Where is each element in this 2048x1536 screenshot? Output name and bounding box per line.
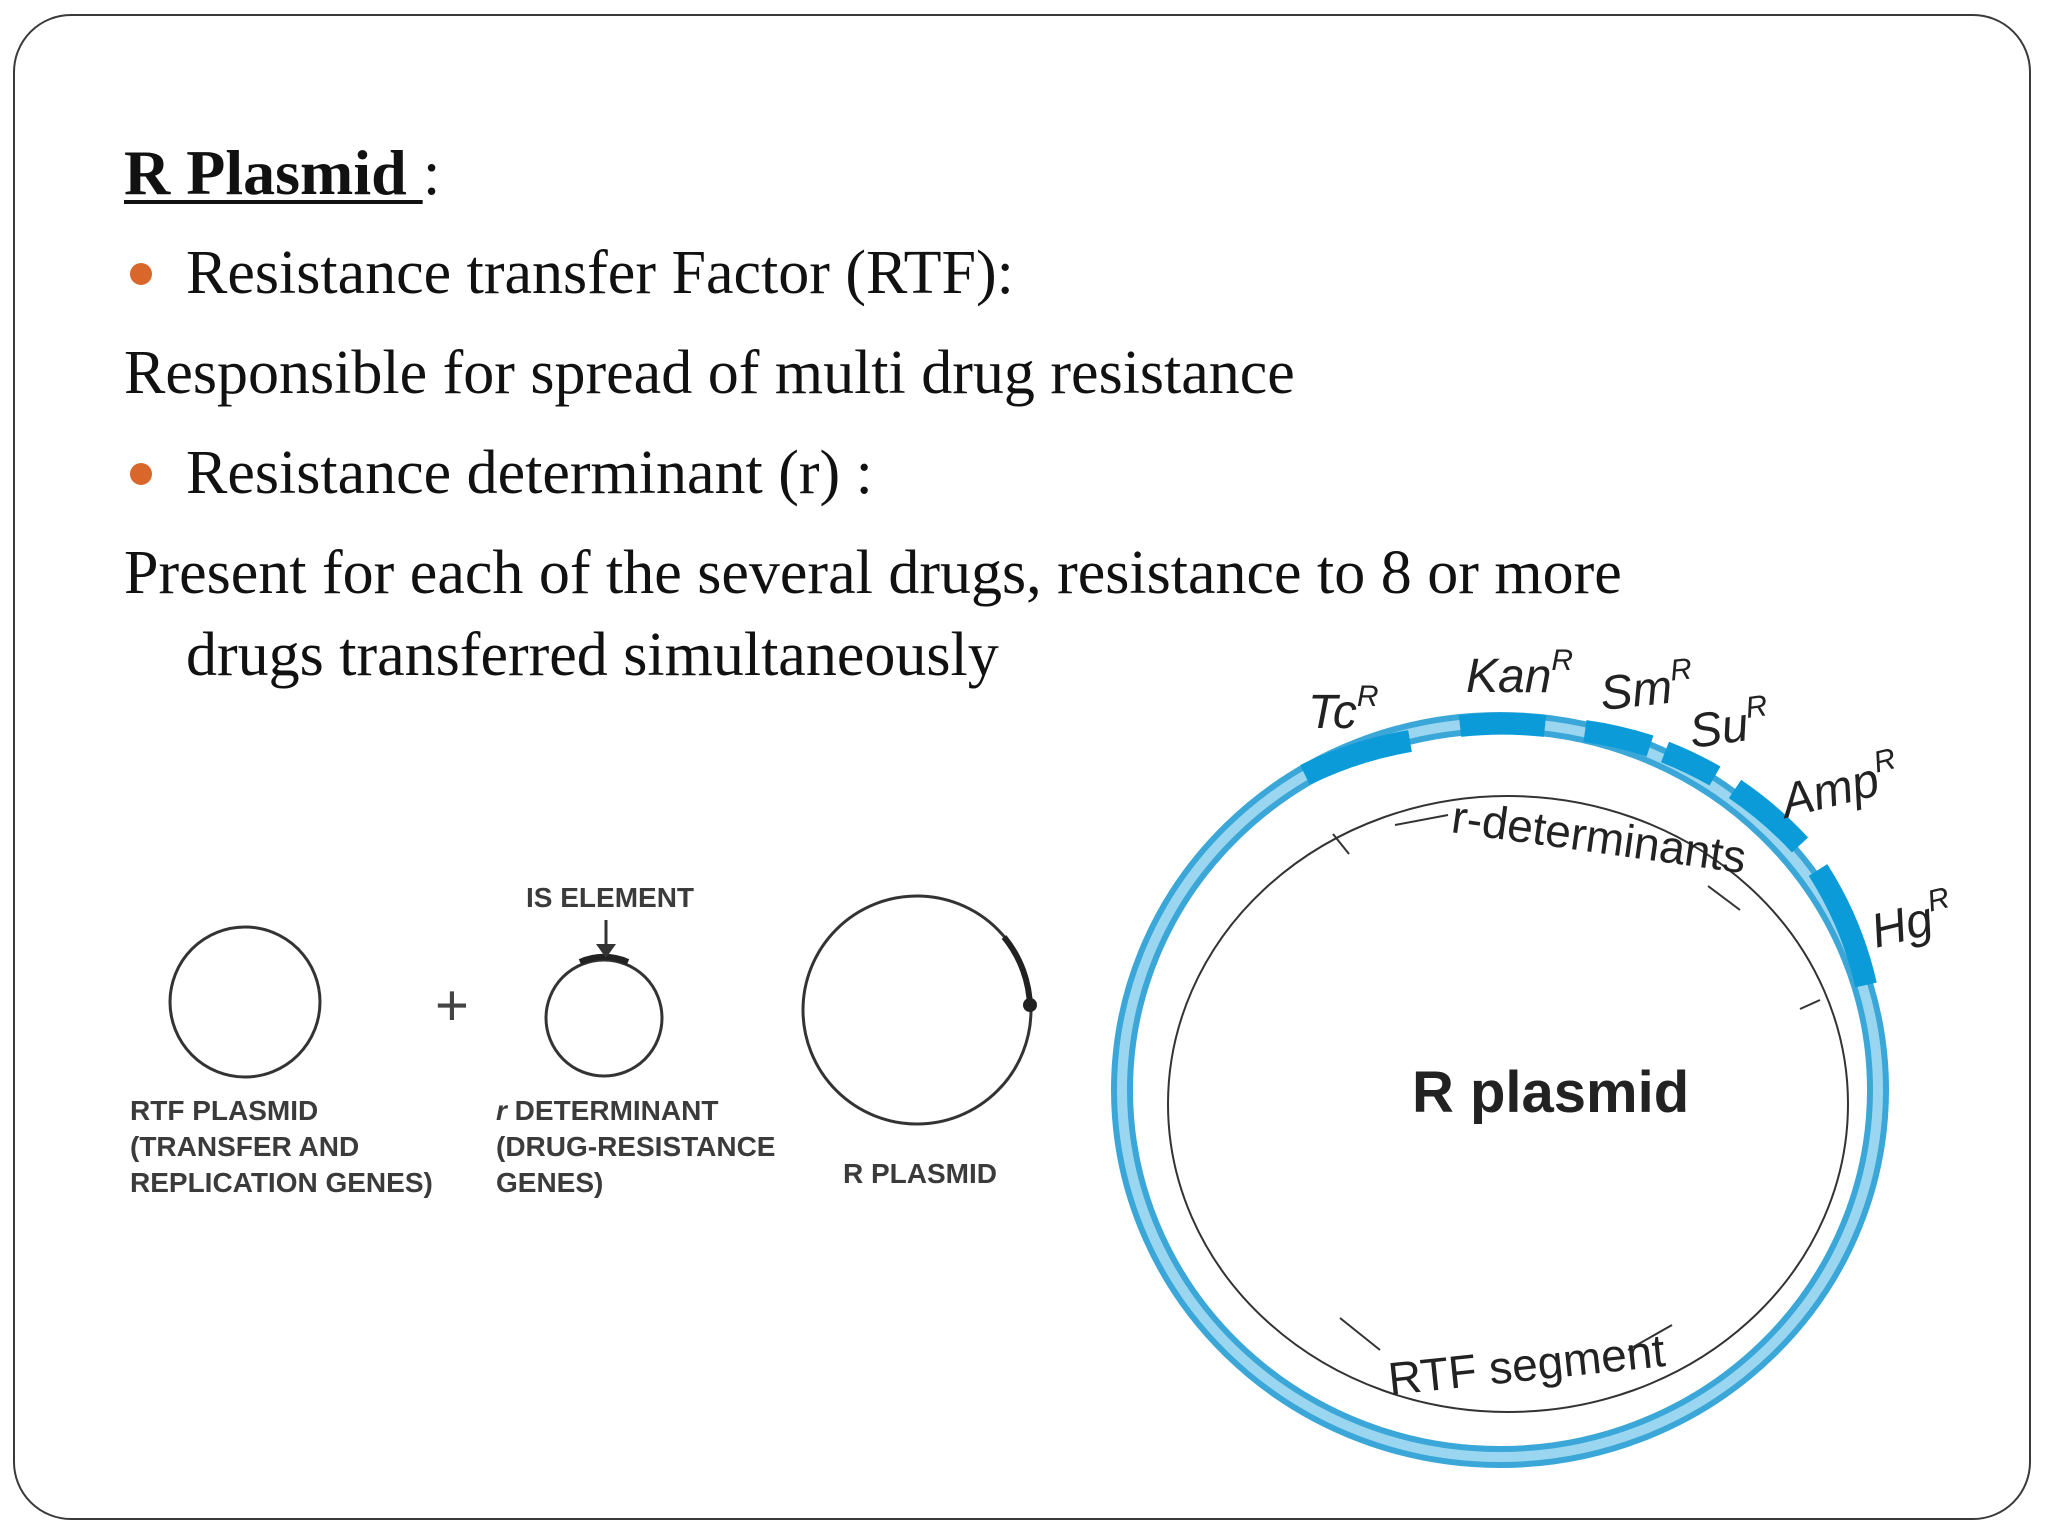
rtf-plasmid-label: RTF PLASMID (TRANSFER AND REPLICATION GE… (130, 1093, 433, 1201)
sm-gene-segment (1583, 720, 1654, 757)
tc-base: Tc (1308, 686, 1357, 739)
bullet-dot-2 (130, 463, 152, 485)
kan-resistance-label: KanR (1466, 644, 1573, 703)
r-determinant-label: r DETERMINANT (DRUG-RESISTANCE GENES) (496, 1093, 775, 1201)
r-determinants-leader-right (1707, 885, 1741, 911)
r-italic: r (496, 1095, 507, 1126)
su-sup: R (1743, 689, 1769, 725)
plus-sign: + (435, 973, 469, 1038)
r-determinants-label: r-determinants (1449, 790, 1750, 883)
r-det-label-line-2: (DRUG-RESISTANCE (496, 1131, 776, 1162)
kan-gene-segment (1458, 712, 1547, 737)
hg-gene-segment (1808, 864, 1877, 988)
kan-sup: R (1551, 644, 1573, 677)
plasmid-inner-ellipse (1167, 795, 1849, 1413)
rtf-plasmid-circle (168, 925, 322, 1079)
su-base: Su (1686, 698, 1752, 759)
r-plasmid-center-label: R plasmid (1412, 1060, 1689, 1125)
amp-base: Amp (1773, 753, 1885, 829)
arrow-down-icon (596, 944, 616, 958)
bullet-1-text: Resistance transfer Factor (RTF): (186, 239, 1014, 307)
bullet-2-detail-line1: Present for each of the several drugs, r… (124, 539, 1622, 607)
is-element-mark (578, 953, 630, 965)
rtf-leader-right (1627, 1324, 1673, 1351)
inner-tick-left (1332, 833, 1350, 855)
bullet-2-detail-line2: drugs transferred simultaneously (186, 621, 999, 689)
slide-title: R Plasmid : (124, 136, 440, 210)
rtf-label-line-2: (TRANSFER AND (130, 1131, 360, 1162)
sm-resistance-label: SmR (1597, 652, 1696, 720)
is-element-label: IS ELEMENT (526, 882, 695, 913)
hg-resistance-label: HgR (1864, 881, 1959, 958)
kan-base: Kan (1466, 650, 1551, 703)
r-plasmid-label: R PLASMID (843, 1158, 997, 1189)
tc-resistance-label: TcR (1308, 680, 1379, 739)
rtf-label-line-3: REPLICATION GENES) (130, 1167, 433, 1198)
rtf-label-line-1: RTF PLASMID (130, 1095, 319, 1126)
bullet-1-detail: Responsible for spread of multi drug res… (124, 339, 1295, 407)
sm-sup: R (1669, 652, 1694, 687)
rtf-leader-left (1339, 1317, 1381, 1351)
amp-resistance-label: AmpR (1771, 742, 1905, 829)
amp-gene-segment (1728, 779, 1809, 853)
su-gene-segment (1660, 741, 1721, 786)
sm-base: Sm (1598, 661, 1675, 721)
r-determinants-leader-left (1394, 814, 1449, 826)
inner-tick-right (1799, 999, 1821, 1010)
tc-sup: R (1357, 680, 1379, 713)
r-det-label-line-1: DETERMINANT (506, 1095, 719, 1126)
su-resistance-label: SuR (1685, 689, 1773, 759)
bullet-2-text: Resistance determinant (r) : (186, 439, 873, 507)
slide-title-text: R Plasmid (124, 137, 423, 208)
slide-title-colon: : (422, 137, 441, 208)
bullet-dot-1 (130, 263, 152, 285)
is-element-dot (1023, 998, 1037, 1012)
tc-gene-segment (1300, 730, 1412, 785)
r-det-label-line-3: GENES) (496, 1167, 604, 1198)
r-determinant-circle (544, 958, 664, 1078)
